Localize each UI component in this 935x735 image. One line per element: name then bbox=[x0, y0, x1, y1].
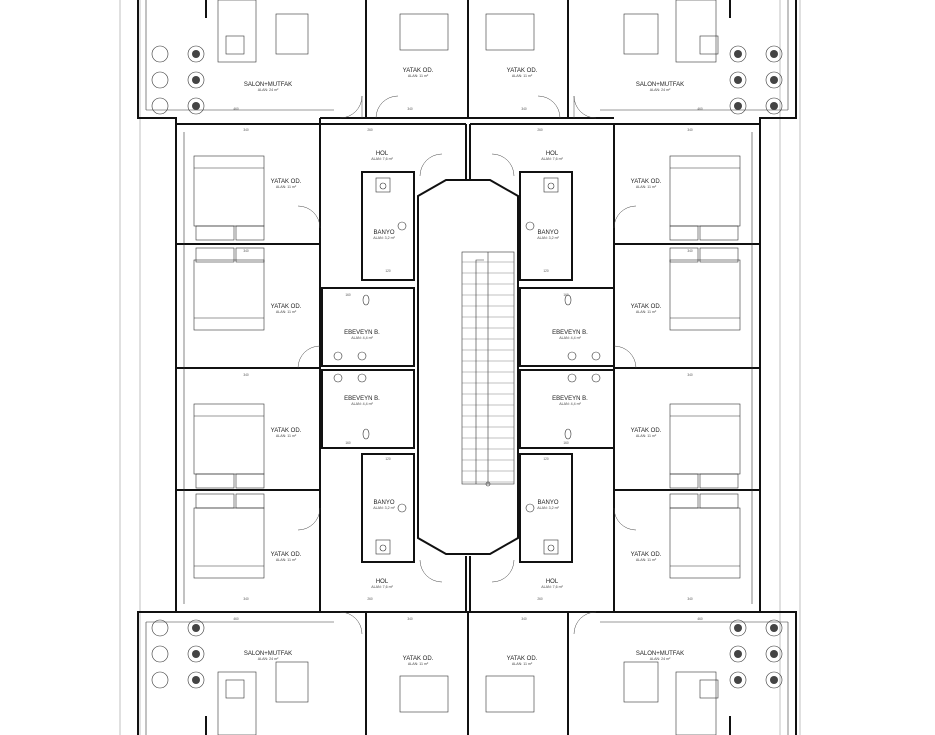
room-area-r10: ALAN: 11 m² bbox=[276, 310, 297, 314]
room-name-r14: EBEVEYN B. bbox=[344, 396, 380, 402]
room-name-r7: YATAK OD. bbox=[631, 179, 662, 185]
room-name-r9: BANYO bbox=[537, 230, 558, 236]
room-area-r12: ALAN: 4,4 m² bbox=[351, 336, 373, 340]
dimension-r20-0: 340 bbox=[243, 597, 249, 601]
room-area-r2: ALAN: 11 m² bbox=[512, 74, 533, 78]
room-area-r1: ALAN: 11 m² bbox=[408, 74, 429, 78]
dimension-r27-0: 460 bbox=[697, 617, 703, 621]
room-area-r13: ALAN: 4,4 m² bbox=[559, 336, 581, 340]
room-name-r11: YATAK OD. bbox=[631, 304, 662, 310]
room-name-r19: BANYO bbox=[537, 500, 558, 506]
room-name-r18: BANYO bbox=[373, 500, 394, 506]
room-name-r25: YATAK OD. bbox=[403, 656, 434, 662]
dimension-r6-0: 340 bbox=[243, 128, 249, 132]
room-name-r27: SALON+MUTFAK bbox=[636, 651, 684, 657]
room-area-r3: ALAN: 24 m² bbox=[650, 88, 671, 92]
dimension-r7-0: 340 bbox=[687, 128, 693, 132]
room-area-r17: ALAN: 11 m² bbox=[636, 434, 657, 438]
room-name-r6: YATAK OD. bbox=[271, 179, 302, 185]
room-area-r15: ALAN: 4,4 m² bbox=[559, 402, 581, 406]
dimension-r21-0: 340 bbox=[687, 597, 693, 601]
staircase bbox=[461, 251, 515, 487]
dimension-r24-0: 460 bbox=[233, 617, 239, 621]
room-area-r8: ALAN: 3,2 m² bbox=[373, 236, 395, 240]
room-area-r19: ALAN: 3,2 m² bbox=[537, 506, 559, 510]
dimension-r4-0: 260 bbox=[367, 128, 373, 132]
dimension-r2-0: 340 bbox=[521, 107, 527, 111]
dimension-r26-0: 340 bbox=[521, 617, 527, 621]
room-area-r14: ALAN: 4,4 m² bbox=[351, 402, 373, 406]
room-name-r22: HOL bbox=[376, 579, 389, 585]
door-swings bbox=[297, 95, 637, 635]
room-name-r8: BANYO bbox=[373, 230, 394, 236]
room-area-r16: ALAN: 11 m² bbox=[276, 434, 297, 438]
dimension-r5-0: 260 bbox=[537, 128, 543, 132]
room-name-r17: YATAK OD. bbox=[631, 428, 662, 434]
dimension-r18-0: 120 bbox=[385, 457, 391, 461]
dimension-r9-0: 120 bbox=[543, 269, 549, 273]
room-area-r9: ALAN: 3,2 m² bbox=[537, 236, 559, 240]
room-area-r18: ALAN: 3,2 m² bbox=[373, 506, 395, 510]
room-area-r27: ALAN: 24 m² bbox=[650, 657, 671, 661]
room-name-r5: HOL bbox=[546, 151, 559, 157]
room-name-r15: EBEVEYN B. bbox=[552, 396, 588, 402]
room-area-r25: ALAN: 11 m² bbox=[408, 662, 429, 666]
room-area-r0: ALAN: 24 m² bbox=[258, 88, 279, 92]
room-area-r24: ALAN: 24 m² bbox=[258, 657, 279, 661]
room-name-r23: HOL bbox=[546, 579, 559, 585]
room-name-r1: YATAK OD. bbox=[403, 68, 434, 74]
dimension-r14-0: 160 bbox=[345, 441, 351, 445]
room-area-r4: ALAN: 7,6 m² bbox=[371, 157, 393, 161]
room-name-r24: SALON+MUTFAK bbox=[244, 651, 292, 657]
room-area-r5: ALAN: 7,6 m² bbox=[541, 157, 563, 161]
room-area-r22: ALAN: 7,6 m² bbox=[371, 585, 393, 589]
room-area-r20: ALAN: 11 m² bbox=[276, 558, 297, 562]
dimension-r0-0: 460 bbox=[233, 107, 239, 111]
dimension-r16-0: 340 bbox=[243, 373, 249, 377]
room-name-r20: YATAK OD. bbox=[271, 552, 302, 558]
bathroom-fixtures bbox=[333, 177, 601, 555]
room-name-r21: YATAK OD. bbox=[631, 552, 662, 558]
dimension-r1-0: 340 bbox=[407, 107, 413, 111]
furniture bbox=[193, 0, 741, 735]
dimension-r10-0: 340 bbox=[243, 249, 249, 253]
dimension-r12-0: 160 bbox=[345, 293, 351, 297]
dimension-r13-0: 160 bbox=[563, 293, 569, 297]
room-name-r12: EBEVEYN B. bbox=[344, 330, 380, 336]
dimension-r11-0: 340 bbox=[687, 249, 693, 253]
dimension-r15-0: 160 bbox=[563, 441, 569, 445]
room-name-r4: HOL bbox=[376, 151, 389, 157]
dimension-r8-0: 120 bbox=[385, 269, 391, 273]
room-area-r11: ALAN: 11 m² bbox=[636, 310, 657, 314]
room-name-r26: YATAK OD. bbox=[507, 656, 538, 662]
balcony-columns bbox=[151, 45, 783, 689]
inner-wall-lines bbox=[145, 0, 789, 735]
dimension-r3-0: 460 bbox=[697, 107, 703, 111]
dimension-r22-0: 260 bbox=[367, 597, 373, 601]
room-name-r10: YATAK OD. bbox=[271, 304, 302, 310]
room-name-r13: EBEVEYN B. bbox=[552, 330, 588, 336]
room-area-r26: ALAN: 11 m² bbox=[512, 662, 533, 666]
dimension-r19-0: 120 bbox=[543, 457, 549, 461]
room-area-r6: ALAN: 11 m² bbox=[276, 185, 297, 189]
dimension-r17-0: 340 bbox=[687, 373, 693, 377]
room-area-r23: ALAN: 7,6 m² bbox=[541, 585, 563, 589]
dimension-r23-0: 260 bbox=[537, 597, 543, 601]
room-area-r7: ALAN: 11 m² bbox=[636, 185, 657, 189]
room-area-r21: ALAN: 11 m² bbox=[636, 558, 657, 562]
room-name-r0: SALON+MUTFAK bbox=[244, 82, 292, 88]
room-name-r3: SALON+MUTFAK bbox=[636, 82, 684, 88]
main-walls bbox=[137, 0, 797, 735]
room-name-r2: YATAK OD. bbox=[507, 68, 538, 74]
dimension-r25-0: 340 bbox=[407, 617, 413, 621]
room-name-r16: YATAK OD. bbox=[271, 428, 302, 434]
